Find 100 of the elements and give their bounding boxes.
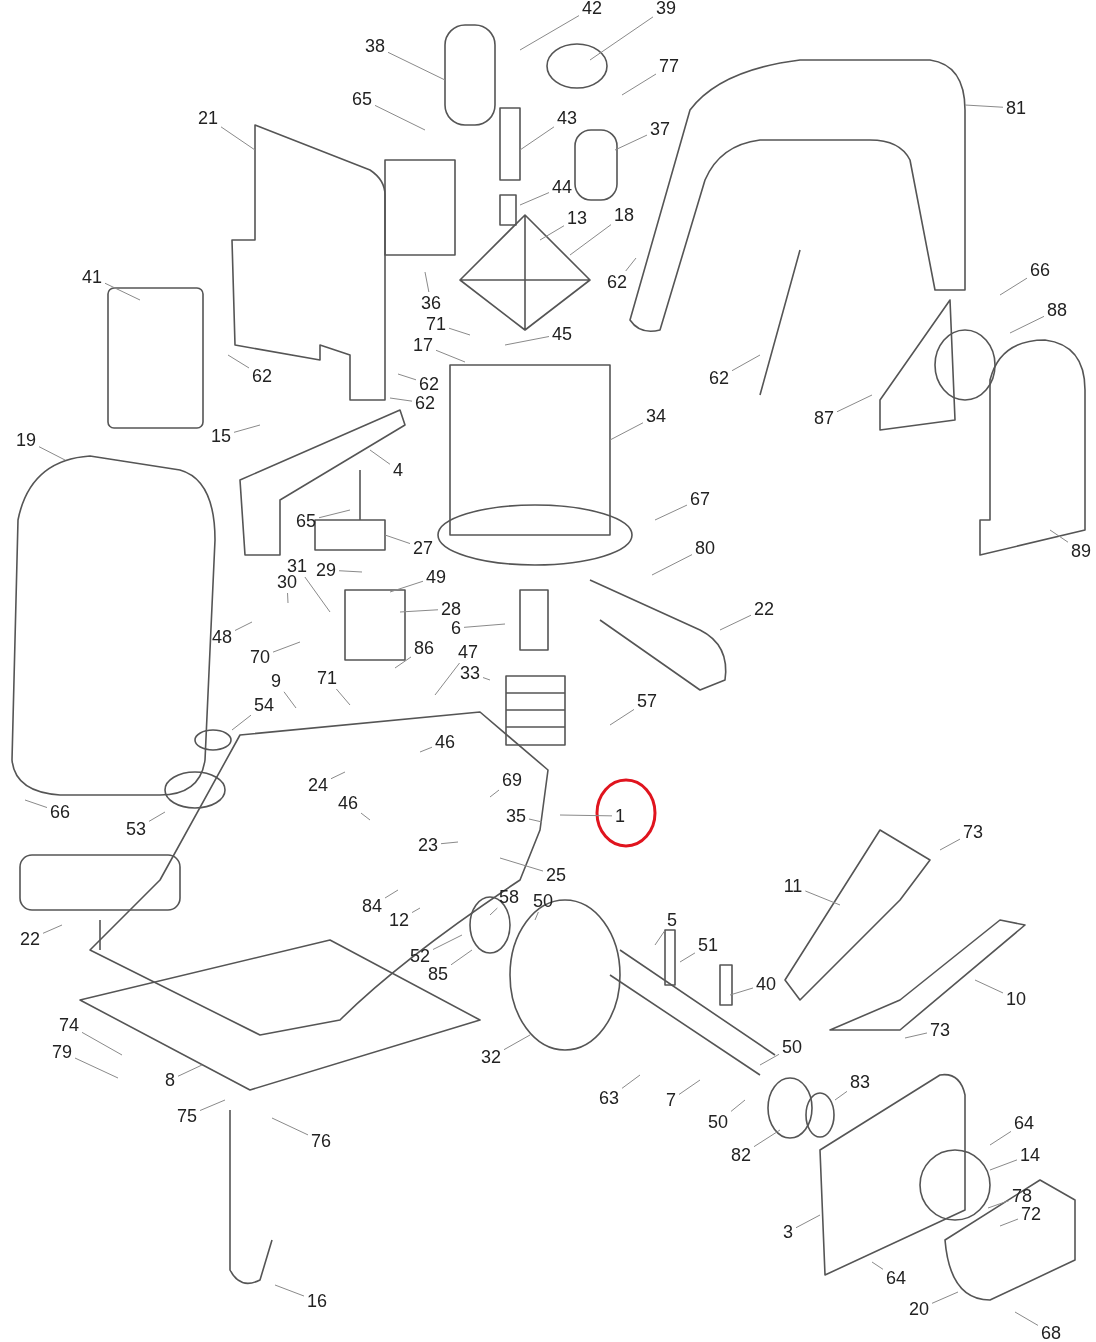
leader-line: [759, 1053, 780, 1066]
leader-line: [974, 979, 1004, 994]
leader-line: [609, 708, 635, 726]
leader-line: [419, 746, 433, 753]
callout-number: 69: [501, 770, 523, 790]
leader-line: [1014, 1311, 1039, 1326]
leader-line: [489, 789, 500, 798]
leader-line: [654, 930, 665, 946]
leader-line: [272, 641, 301, 653]
leader-line: [24, 799, 48, 809]
leader-line: [1049, 529, 1069, 543]
callout-number: 43: [556, 108, 578, 128]
leader-line: [360, 812, 371, 821]
callout-number: 75: [176, 1106, 198, 1126]
callout-number: 4: [392, 460, 404, 480]
leader-line: [231, 714, 252, 731]
leader-line: [199, 1099, 226, 1111]
leader-line: [904, 1032, 928, 1039]
callout-number: 14: [1019, 1145, 1041, 1165]
callout-number: 42: [581, 0, 603, 18]
callout-number: 52: [409, 946, 431, 966]
leader-line: [304, 576, 331, 613]
leader-line: [463, 623, 506, 628]
callout-number: 65: [351, 89, 373, 109]
leader-line: [330, 771, 346, 780]
callout-number: 27: [412, 538, 434, 558]
leader-line: [534, 911, 539, 921]
callout-number: 51: [697, 935, 719, 955]
leader-line: [569, 224, 612, 256]
leader-line: [731, 354, 761, 372]
leader-line: [435, 349, 466, 363]
leader-line: [730, 1099, 746, 1112]
callout-number: 66: [49, 802, 71, 822]
leader-line: [989, 1159, 1018, 1171]
callout-number: 50: [707, 1112, 729, 1132]
leader-line: [528, 818, 543, 823]
callout-number: 28: [440, 599, 462, 619]
leader-line: [434, 662, 461, 696]
leader-line: [387, 51, 446, 81]
callout-number: 7: [665, 1090, 677, 1110]
callout-number: 37: [649, 119, 671, 139]
callout-number: 19: [15, 430, 37, 450]
callout-number: 71: [316, 668, 338, 688]
leader-line: [625, 257, 637, 272]
callout-number: 21: [197, 108, 219, 128]
leader-line: [519, 15, 580, 51]
leader-line: [489, 907, 498, 916]
leader-line: [440, 841, 459, 845]
callout-number: 5: [666, 910, 678, 930]
leader-line: [389, 397, 413, 402]
callout-number: 35: [505, 806, 527, 826]
callout-number: 48: [211, 627, 233, 647]
callout-number: 24: [307, 775, 329, 795]
callout-number: 32: [480, 1047, 502, 1067]
callout-number: 66: [1029, 260, 1051, 280]
leader-line: [411, 907, 421, 914]
leader-line: [987, 1200, 1010, 1209]
leader-line: [148, 811, 166, 822]
callout-number: 18: [613, 205, 635, 225]
callout-number: 13: [566, 208, 588, 228]
leader-line: [335, 688, 351, 706]
callout-number: 25: [545, 865, 567, 885]
callout-number: 67: [689, 489, 711, 509]
callout-number: 72: [1020, 1204, 1042, 1224]
callout-number: 33: [459, 663, 481, 683]
leader-line: [753, 1129, 781, 1148]
leader-line: [42, 924, 63, 934]
callout-number: 71: [425, 314, 447, 334]
leader-line: [424, 271, 430, 293]
callout-number: 87: [813, 408, 835, 428]
leader-line: [651, 554, 693, 576]
callout-number: 82: [730, 1145, 752, 1165]
callout-number: 76: [310, 1131, 332, 1151]
leader-line: [931, 1291, 959, 1304]
leader-line: [234, 621, 253, 631]
leader-line: [432, 934, 463, 950]
leader-line: [227, 354, 250, 369]
callout-number: 8: [164, 1070, 176, 1090]
callout-number: 11: [782, 876, 804, 896]
callout-number: 36: [420, 293, 442, 313]
leader-line: [374, 104, 426, 131]
leader-line: [519, 126, 555, 151]
leader-line: [989, 1130, 1012, 1146]
callout-number: 50: [532, 891, 554, 911]
leader-line: [729, 987, 754, 996]
leader-line: [38, 446, 66, 461]
leader-line: [964, 104, 1004, 108]
leader-line: [999, 1218, 1019, 1227]
callout-number: 29: [315, 560, 337, 580]
callout-number: 86: [413, 638, 435, 658]
callout-number: 80: [694, 538, 716, 558]
leader-line: [939, 838, 961, 851]
leader-line: [287, 592, 289, 604]
leader-line: [384, 889, 399, 899]
callout-number: 62: [606, 272, 628, 292]
leader-line: [504, 336, 550, 346]
leader-line: [621, 73, 657, 96]
callout-number: 15: [210, 426, 232, 446]
callout-number: 39: [655, 0, 677, 18]
leader-line: [609, 422, 644, 441]
